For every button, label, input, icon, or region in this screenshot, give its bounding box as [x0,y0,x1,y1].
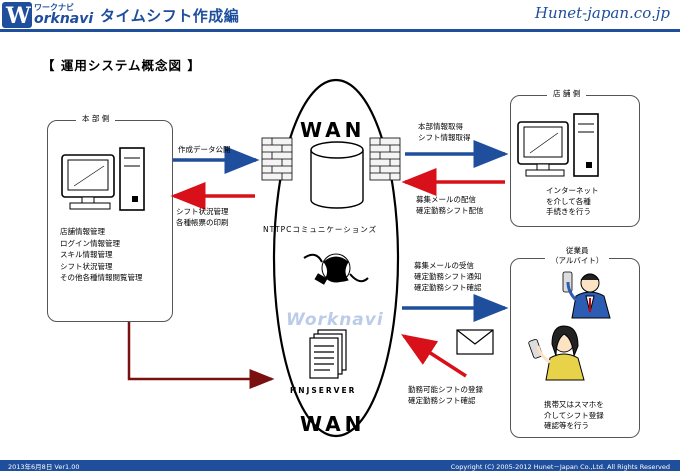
firewall-right-icon [369,137,401,181]
footer-bar: 2013年6月8日 Ver1.00 Copyright (C) 2005-201… [0,460,680,471]
flow-label-center-to-employee: 募集メールの受信 確定勤務シフト通知 確定勤務シフト確認 [414,261,482,292]
page-heading: 【 運用システム概念図 】 [42,58,201,73]
footer-copyright: Copyright (C) 2005-2012 Hunet－Japan Co.,… [450,463,670,471]
logo-letter: W [6,3,31,29]
woman-figure-icon [536,325,585,381]
worknavi-watermark: Worknavi [286,310,384,330]
network-globe-icon [303,253,369,285]
flow-label-center-to-store: 本部情報取得 シフト情報取得 [418,122,471,142]
firewall-left-icon [261,137,293,181]
flow-label-center-to-hq: シフト状況管理 各種帳票の印刷 [176,207,229,227]
store-label: 店 舗 側 [547,88,587,99]
server-icon [309,329,347,379]
wan-ellipse [272,78,400,438]
phone-icon-2 [528,338,543,359]
footer-date: 2013年6月8日 Ver1.00 [8,463,80,471]
hq-computer-icon [61,147,145,211]
arrow-hq-to-server [127,322,275,389]
header-bar: W ワークナビ orknavi タイムシフト作成編 Hunet-japan.co… [0,0,680,30]
headquarters-box [47,120,173,322]
logo-name: orknavi [34,11,94,27]
header-rule [0,29,680,32]
document-title: タイムシフト作成編 [100,7,240,25]
brand-url: Hunet-japan.co.jp [534,4,670,22]
employee-label: 従業員 （アルバイト） [545,246,610,266]
headquarters-label: 本 部 側 [76,113,116,124]
store-computer-icon [517,113,599,177]
logo-katakana: ワークナビ [34,3,74,12]
store-note-text: インターネット を介して各種 手続きを行う [546,186,599,216]
logo-mark [2,2,32,28]
wan-label-bottom: WAN [300,412,366,436]
wan-label-top: WAN [300,118,366,142]
arrow-employee-to-center [401,334,467,378]
server-label: HNJSERVER [290,386,357,395]
envelope-icon [456,329,494,355]
database-icon [310,141,364,209]
hq-functions-text: 店舗情報管理 ログイン情報管理 スキル情報管理 シフト状況管理 その他各種情報閲… [60,227,143,282]
provider-label: NTTPCコミュニケーションズ [263,225,378,234]
flow-label-employee-to-center: 勤務可能シフトの登録 確定勤務シフト確認 [408,385,483,405]
employee-note-text: 携帯又はスマホを 介してシフト登録 確認等を行う [544,400,604,430]
flow-label-store-to-center: 募集メールの配信 確定勤務シフト配信 [416,195,484,215]
man-figure-icon [566,273,611,319]
flow-label-hq-to-center: 作成データ公開 [178,145,231,154]
